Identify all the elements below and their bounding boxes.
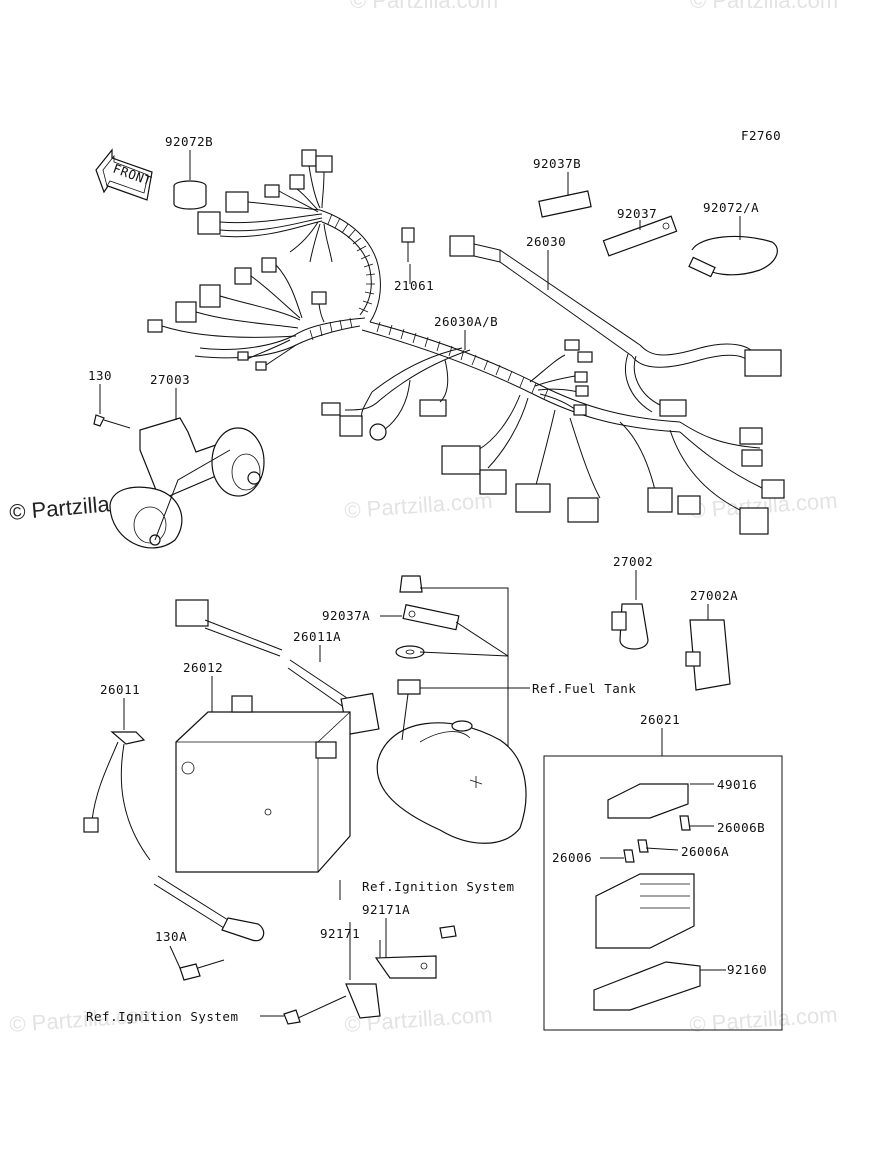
brackets-drawing bbox=[283, 922, 457, 1025]
label-26021: 26021 bbox=[640, 712, 680, 727]
label-26012: 26012 bbox=[183, 660, 223, 675]
label-26006: 26006 bbox=[552, 850, 592, 865]
label-21061: 21061 bbox=[394, 278, 434, 293]
fuel-tank-drawing bbox=[376, 575, 530, 844]
relays-drawing bbox=[611, 603, 731, 691]
watermark-top-2: © Partzilla.com bbox=[690, 0, 838, 13]
ref-fuel-tank: Ref.Fuel Tank bbox=[532, 681, 636, 696]
ref-ignition-system-upper: Ref.Ignition System bbox=[362, 879, 515, 894]
label-26030ab: 26030A/B bbox=[434, 314, 498, 329]
label-26006a: 26006A bbox=[681, 844, 729, 859]
label-27003: 27003 bbox=[150, 372, 190, 387]
label-26030: 26030 bbox=[526, 234, 566, 249]
label-130: 130 bbox=[88, 368, 112, 383]
label-92037b: 92037B bbox=[533, 156, 581, 171]
figure-code: F2760 bbox=[741, 128, 781, 143]
watermark-top-1: © Partzilla.com bbox=[350, 0, 498, 13]
label-92072b: 92072B bbox=[165, 134, 213, 149]
fuse-box-group bbox=[543, 728, 783, 1031]
label-92171: 92171 bbox=[320, 926, 360, 941]
label-26011a: 26011A bbox=[293, 629, 341, 644]
label-92037a: 92037A bbox=[322, 608, 370, 623]
label-92171a: 92171A bbox=[362, 902, 410, 917]
leader-lines bbox=[99, 150, 741, 1017]
label-92160: 92160 bbox=[727, 962, 767, 977]
reference-labels: Ref.Fuel Tank Ref.Ignition System Ref.Ig… bbox=[86, 681, 636, 1024]
label-130a: 130A bbox=[155, 929, 187, 944]
main-harness-drawing bbox=[147, 149, 785, 535]
fuse-box-frame bbox=[543, 755, 783, 1031]
horn-drawing bbox=[93, 414, 265, 549]
label-26006b: 26006B bbox=[717, 820, 765, 835]
label-92037: 92037 bbox=[617, 206, 657, 221]
battery-drawing bbox=[83, 599, 380, 981]
watermark-bot-3: © Partzilla.com bbox=[689, 1002, 839, 1037]
part-labels: 92072B 92037B 92037 92072/A 26030 21061 … bbox=[88, 134, 767, 977]
small-parts-top bbox=[173, 180, 778, 278]
front-arrow-icon: FRONT bbox=[95, 148, 154, 201]
label-49016: 49016 bbox=[717, 777, 757, 792]
label-26011: 26011 bbox=[100, 682, 140, 697]
watermark-mid-1: © Partzilla.com bbox=[344, 488, 494, 523]
label-27002a: 27002A bbox=[690, 588, 738, 603]
label-27002: 27002 bbox=[613, 554, 653, 569]
ref-ignition-system-lower: Ref.Ignition System bbox=[86, 1009, 239, 1024]
label-92072a: 92072/A bbox=[703, 200, 759, 215]
